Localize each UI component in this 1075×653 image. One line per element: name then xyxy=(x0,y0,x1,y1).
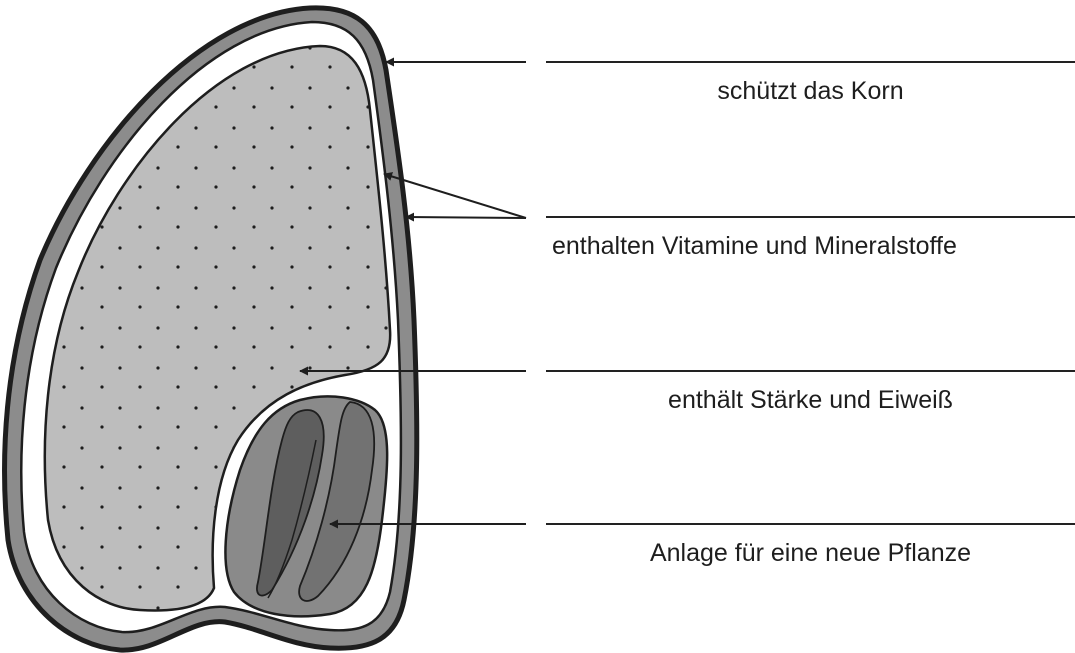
label-husk: schützt das Korn xyxy=(546,79,1075,104)
answer-line-germ xyxy=(546,523,1075,525)
label-vitamins: enthalten Vitamine und Mineralstoffe xyxy=(552,234,1075,259)
label-starch: enthält Stärke und Eiweiß xyxy=(546,388,1075,413)
arrow-to-husk-inner xyxy=(406,217,526,218)
answer-line-starch xyxy=(546,370,1075,372)
answer-line-vitamins xyxy=(546,216,1075,218)
label-germ: Anlage für eine neue Pflanze xyxy=(546,541,1075,566)
answer-line-husk xyxy=(546,61,1075,63)
